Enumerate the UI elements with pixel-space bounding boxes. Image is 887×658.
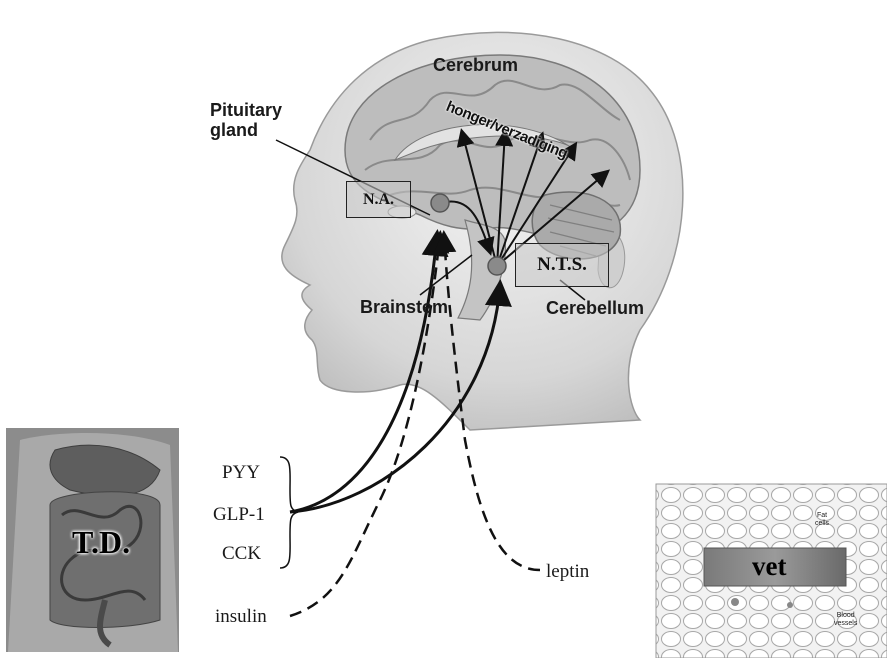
label-gut: T.D. <box>72 524 130 561</box>
label-glp1: GLP-1 <box>213 504 265 526</box>
label-blood-vessels: Blood vessels <box>834 612 857 628</box>
nts-node <box>488 257 506 275</box>
label-insulin: insulin <box>215 606 267 628</box>
label-pituitary: Pituitary gland <box>210 100 282 140</box>
label-cck: CCK <box>222 543 261 565</box>
label-fat: vet <box>752 551 786 582</box>
label-cerebellum: Cerebellum <box>546 298 644 319</box>
hormone-bracket <box>280 457 298 568</box>
na-node <box>431 194 449 212</box>
label-fat-cells: Fat cells <box>815 512 829 528</box>
label-leptin: leptin <box>546 561 589 583</box>
nts-box: N.T.S. <box>515 243 609 287</box>
label-pyy: PYY <box>222 462 260 484</box>
label-cerebrum: Cerebrum <box>433 55 518 76</box>
label-brainstem: Brainstem <box>360 297 448 318</box>
na-box: N.A. <box>346 181 411 218</box>
